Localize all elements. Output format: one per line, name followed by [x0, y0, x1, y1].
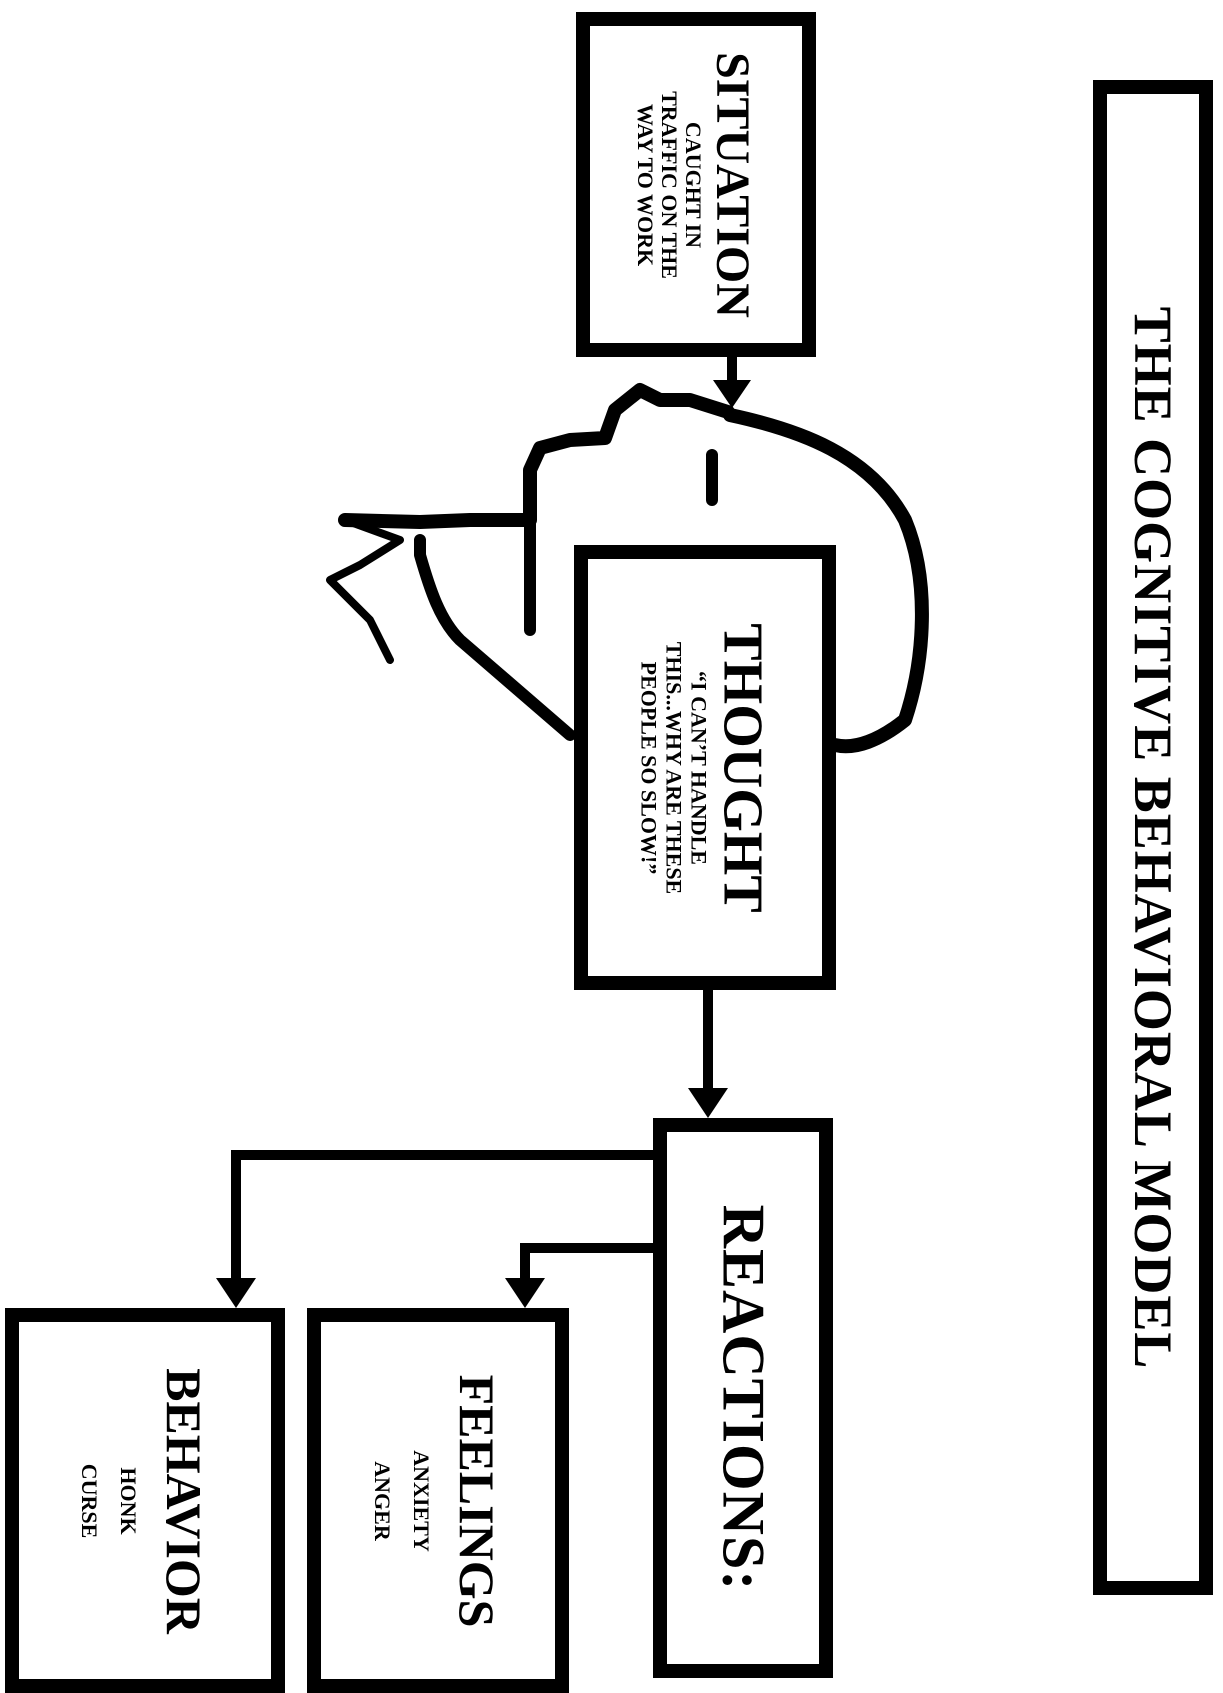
reactions-box: REACTIONS: [653, 1118, 833, 1678]
situation-line-1: CAUGHT IN [681, 121, 706, 248]
feelings-line-2: ANGER [370, 1460, 395, 1541]
behavior-content: BEHAVIOR HONK CURSE [74, 1368, 216, 1634]
head-silhouette [326, 383, 929, 754]
thought-line-1: “I CAN’T HANDLE [686, 670, 712, 865]
head-neck [414, 534, 576, 741]
arrow-reactions-to-feelings [505, 1243, 660, 1308]
neck-tail [326, 516, 404, 664]
situation-line-3: WAY TO WORK [633, 103, 658, 266]
reactions-content: REACTIONS: [709, 1205, 778, 1592]
arrow-reactions-to-behavior [216, 1150, 660, 1308]
thought-box: THOUGHT “I CAN’T HANDLE THIS...WHY ARE T… [574, 545, 836, 990]
head-outline [723, 408, 929, 754]
arrow-situation-to-thought [713, 355, 751, 408]
behavior-line-1: HONK [116, 1466, 141, 1535]
behavior-heading: BEHAVIOR [156, 1367, 212, 1634]
behavior-box: BEHAVIOR HONK CURSE [5, 1308, 285, 1693]
thought-content: THOUGHT “I CAN’T HANDLE THIS...WHY ARE T… [637, 623, 774, 912]
feelings-box: FEELINGS ANXIETY ANGER [307, 1308, 569, 1693]
behavior-line-2: CURSE [77, 1463, 102, 1538]
thought-line-3: PEOPLE SO SLOW!” [636, 661, 662, 874]
arrow-thought-to-reactions [688, 990, 728, 1118]
title-box: THE COGNITIVE BEHAVIORAL MODEL [1093, 80, 1213, 1595]
thought-line-2: THIS...WHY ARE THESE [661, 641, 687, 894]
reactions-heading: REACTIONS: [710, 1204, 777, 1592]
situation-heading: SITUATION [706, 51, 759, 318]
page-title: THE COGNITIVE BEHAVIORAL MODEL [1123, 306, 1183, 1369]
feelings-content: FEELINGS ANXIETY ANGER [367, 1374, 509, 1627]
title-text-wrap: THE COGNITIVE BEHAVIORAL MODEL [1122, 306, 1184, 1369]
situation-content: SITUATION CAUGHT IN TRAFFIC ON THE WAY T… [633, 52, 759, 318]
situation-line-2: TRAFFIC ON THE [657, 90, 682, 279]
feelings-line-1: ANXIETY [409, 1449, 434, 1552]
face-profile [338, 383, 735, 529]
situation-box: SITUATION CAUGHT IN TRAFFIC ON THE WAY T… [576, 12, 816, 357]
thought-heading: THOUGHT [711, 622, 774, 913]
feelings-heading: FEELINGS [449, 1374, 505, 1627]
